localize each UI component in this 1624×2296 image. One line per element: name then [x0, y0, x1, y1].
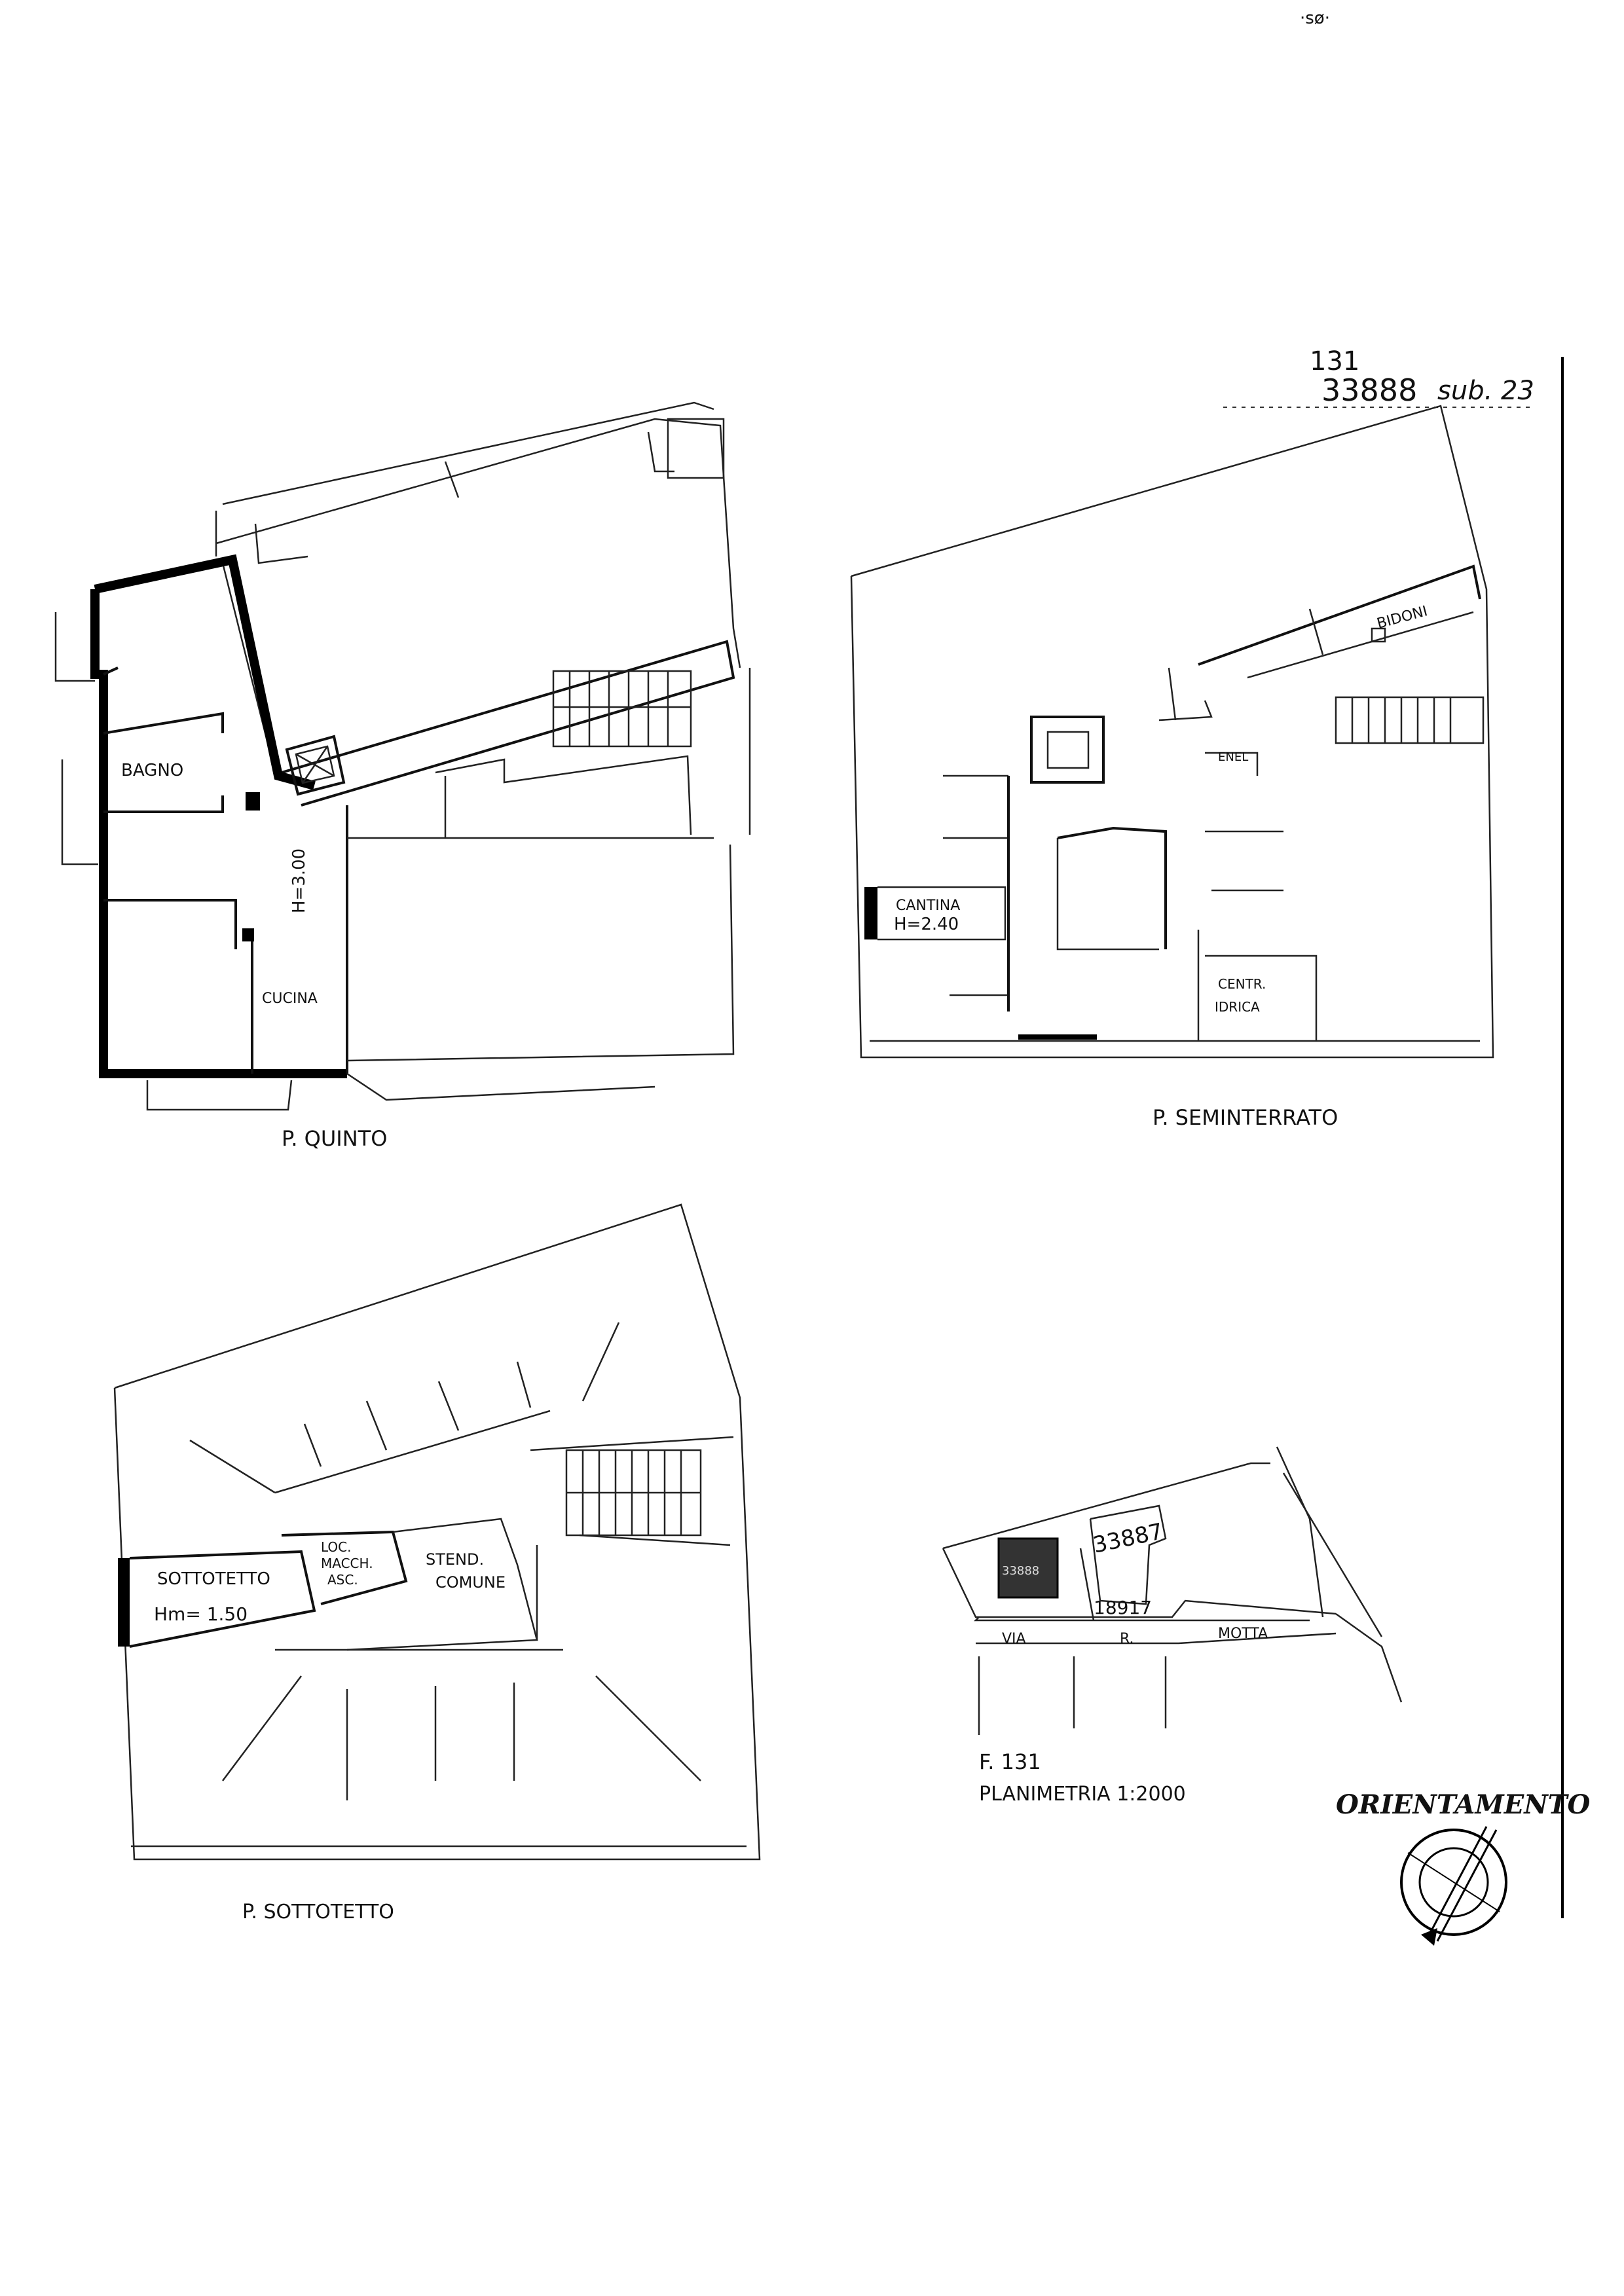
- lift-box-quinto: [285, 735, 346, 796]
- room-label-enel: ENEL: [1218, 750, 1248, 764]
- foglio-number: 131: [1310, 346, 1359, 376]
- stair-seminterrato: [1335, 696, 1485, 744]
- street-initial: R.: [1120, 1631, 1134, 1647]
- parcel-label-a: 33888: [1002, 1564, 1039, 1578]
- room-label-macch: MACCH.: [321, 1556, 373, 1571]
- room-label-bagno: BAGNO: [121, 761, 183, 780]
- parcel-label-b: 33887: [1091, 1518, 1166, 1559]
- foglio-label: F. 131: [979, 1749, 1041, 1774]
- street-via: VIA: [1002, 1631, 1026, 1647]
- scale-label: PLANIMETRIA 1:2000: [979, 1783, 1186, 1806]
- parcel-33888: 33888: [997, 1537, 1059, 1599]
- room-height-sottotetto: Hm= 1.50: [154, 1603, 248, 1625]
- room-label-cantina: CANTINA: [896, 898, 960, 914]
- plan-title-quinto: P. QUINTO: [282, 1126, 387, 1151]
- room-label-asc: ASC.: [327, 1572, 358, 1588]
- subalterno-label: sub. 23: [1437, 376, 1534, 406]
- room-label-stend: STEND.: [426, 1550, 484, 1569]
- compass-icon: [1400, 1826, 1507, 1946]
- plan-seminterrato: BIDONI ENEL CANTINA H=2.40 CENTR. IDRICA…: [850, 405, 1494, 1130]
- room-label-cucina: CUCINA: [262, 991, 318, 1007]
- lift-box-seminterrato: [1030, 716, 1105, 784]
- room-label-idrica: IDRICA: [1215, 999, 1260, 1015]
- parcel-33887: 33887: [1089, 1504, 1167, 1605]
- room-height-cantina: H=2.40: [894, 915, 959, 934]
- plan-title-seminterrato: P. SEMINTERRATO: [1153, 1105, 1338, 1130]
- stair-sottotetto: [565, 1449, 702, 1537]
- room-label-loc: LOC.: [321, 1539, 352, 1555]
- orientation-block: ORIENTAMENTO: [1336, 1789, 1591, 1946]
- mappale-number: 33888: [1321, 373, 1417, 408]
- street-motta: MOTTA: [1218, 1626, 1268, 1642]
- cadastral-reference: 131 33888 sub. 23: [1223, 346, 1534, 408]
- room-label-centrale: CENTR.: [1218, 976, 1266, 992]
- room-label-sottotetto: SOTTOTETTO: [157, 1569, 270, 1589]
- stair-quinto: [552, 670, 692, 748]
- parcel-label-c: 18917: [1094, 1597, 1152, 1618]
- scan-mark: ·sø·: [1300, 9, 1330, 28]
- plan-quinto: BAGNO CUCINA H=3.00 P. QUINTO: [54, 401, 751, 1151]
- room-height-quinto: H=3.00: [289, 848, 309, 913]
- plan-title-sottotetto: P. SOTTOTETTO: [242, 1901, 394, 1923]
- room-label-comune: COMUNE: [435, 1573, 506, 1592]
- plan-sottotetto: SOTTOTETTO Hm= 1.50 LOC. MACCH. ASC. STE…: [113, 1203, 761, 1923]
- site-plan: 33888 33887 18917 VIA R. MOTTA F. 131 PL…: [942, 1446, 1403, 1806]
- orientation-label: ORIENTAMENTO: [1336, 1789, 1591, 1820]
